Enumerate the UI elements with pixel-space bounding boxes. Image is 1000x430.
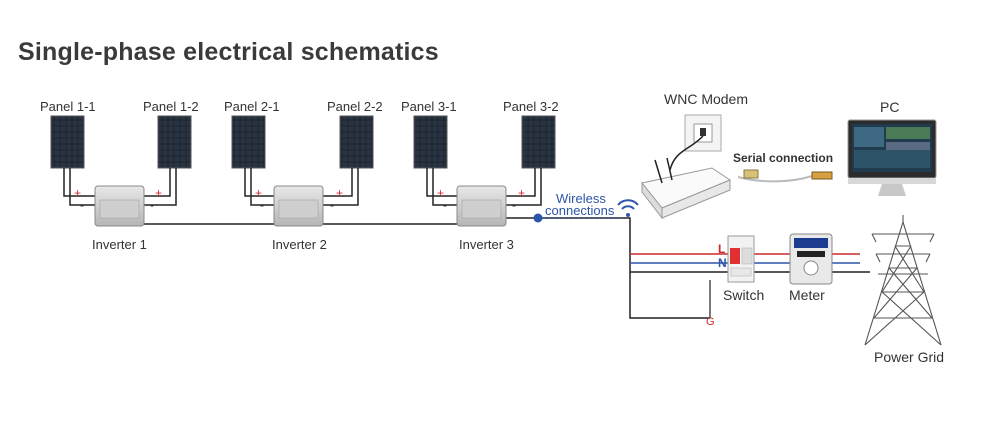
- inverter-label-1: Inverter 1: [92, 237, 147, 252]
- pc-monitor-icon: [847, 119, 937, 196]
- minus-sign: -: [260, 198, 264, 212]
- power-grid-label: Power Grid: [874, 349, 945, 365]
- serial-cable: [737, 169, 833, 183]
- plus-sign: +: [336, 186, 344, 200]
- inverter-2-box: [273, 185, 324, 227]
- panel-label-3-1: Panel 3-1: [401, 99, 457, 114]
- solar-panel-1-2: [157, 115, 192, 169]
- switch-breaker-icon: [727, 235, 755, 283]
- minus-sign: -: [443, 198, 447, 212]
- panel-label-3-2: Panel 3-2: [503, 99, 559, 114]
- plus-sign: +: [155, 186, 163, 200]
- solar-panel-3-2: [521, 115, 556, 169]
- panel-wires: [63, 168, 870, 319]
- plus-sign: +: [437, 186, 445, 200]
- page-title: Single-phase electrical schematics: [18, 38, 439, 66]
- minus-sign: -: [512, 198, 516, 212]
- minus-sign: -: [150, 198, 154, 212]
- panel-label-1-2: Panel 1-2: [143, 99, 199, 114]
- plus-sign: +: [74, 186, 82, 200]
- solar-panel-2-1: [231, 115, 266, 169]
- plus-sign: +: [255, 186, 263, 200]
- modem-device: [641, 157, 732, 220]
- plus-sign: +: [518, 186, 526, 200]
- wireless-link: [533, 213, 622, 223]
- modem-label: WNC Modem: [664, 91, 749, 107]
- panel-label-2-1: Panel 2-1: [224, 99, 280, 114]
- solar-panel-1-1: [50, 115, 85, 169]
- solar-panel-3-1: [413, 115, 448, 169]
- inverter-1-box: [94, 185, 145, 227]
- pc-label: PC: [880, 99, 900, 115]
- meter-label: Meter: [789, 287, 825, 303]
- panel-label-1-1: Panel 1-1: [40, 99, 96, 114]
- line-n-label: N: [718, 256, 727, 270]
- wifi-icon: [617, 199, 639, 217]
- connections-label: connections: [545, 203, 615, 218]
- switch-label: Switch: [723, 287, 765, 303]
- minus-sign: -: [80, 198, 84, 212]
- panel-label-2-2: Panel 2-2: [327, 99, 383, 114]
- inverter-3-box: [456, 185, 507, 227]
- electric-meter-icon: [789, 233, 833, 285]
- inverter-label-3: Inverter 3: [459, 237, 514, 252]
- wall-socket-icon: [669, 114, 722, 171]
- line-l-label: L: [718, 242, 726, 256]
- inverter-label-2: Inverter 2: [272, 237, 327, 252]
- serial-connection-label: Serial connection: [733, 151, 834, 165]
- ground-label: G: [706, 316, 715, 328]
- wireless-label: Wireless: [556, 191, 606, 206]
- power-tower-icon: [864, 215, 942, 346]
- minus-sign: -: [330, 198, 334, 212]
- solar-panel-2-2: [339, 115, 374, 169]
